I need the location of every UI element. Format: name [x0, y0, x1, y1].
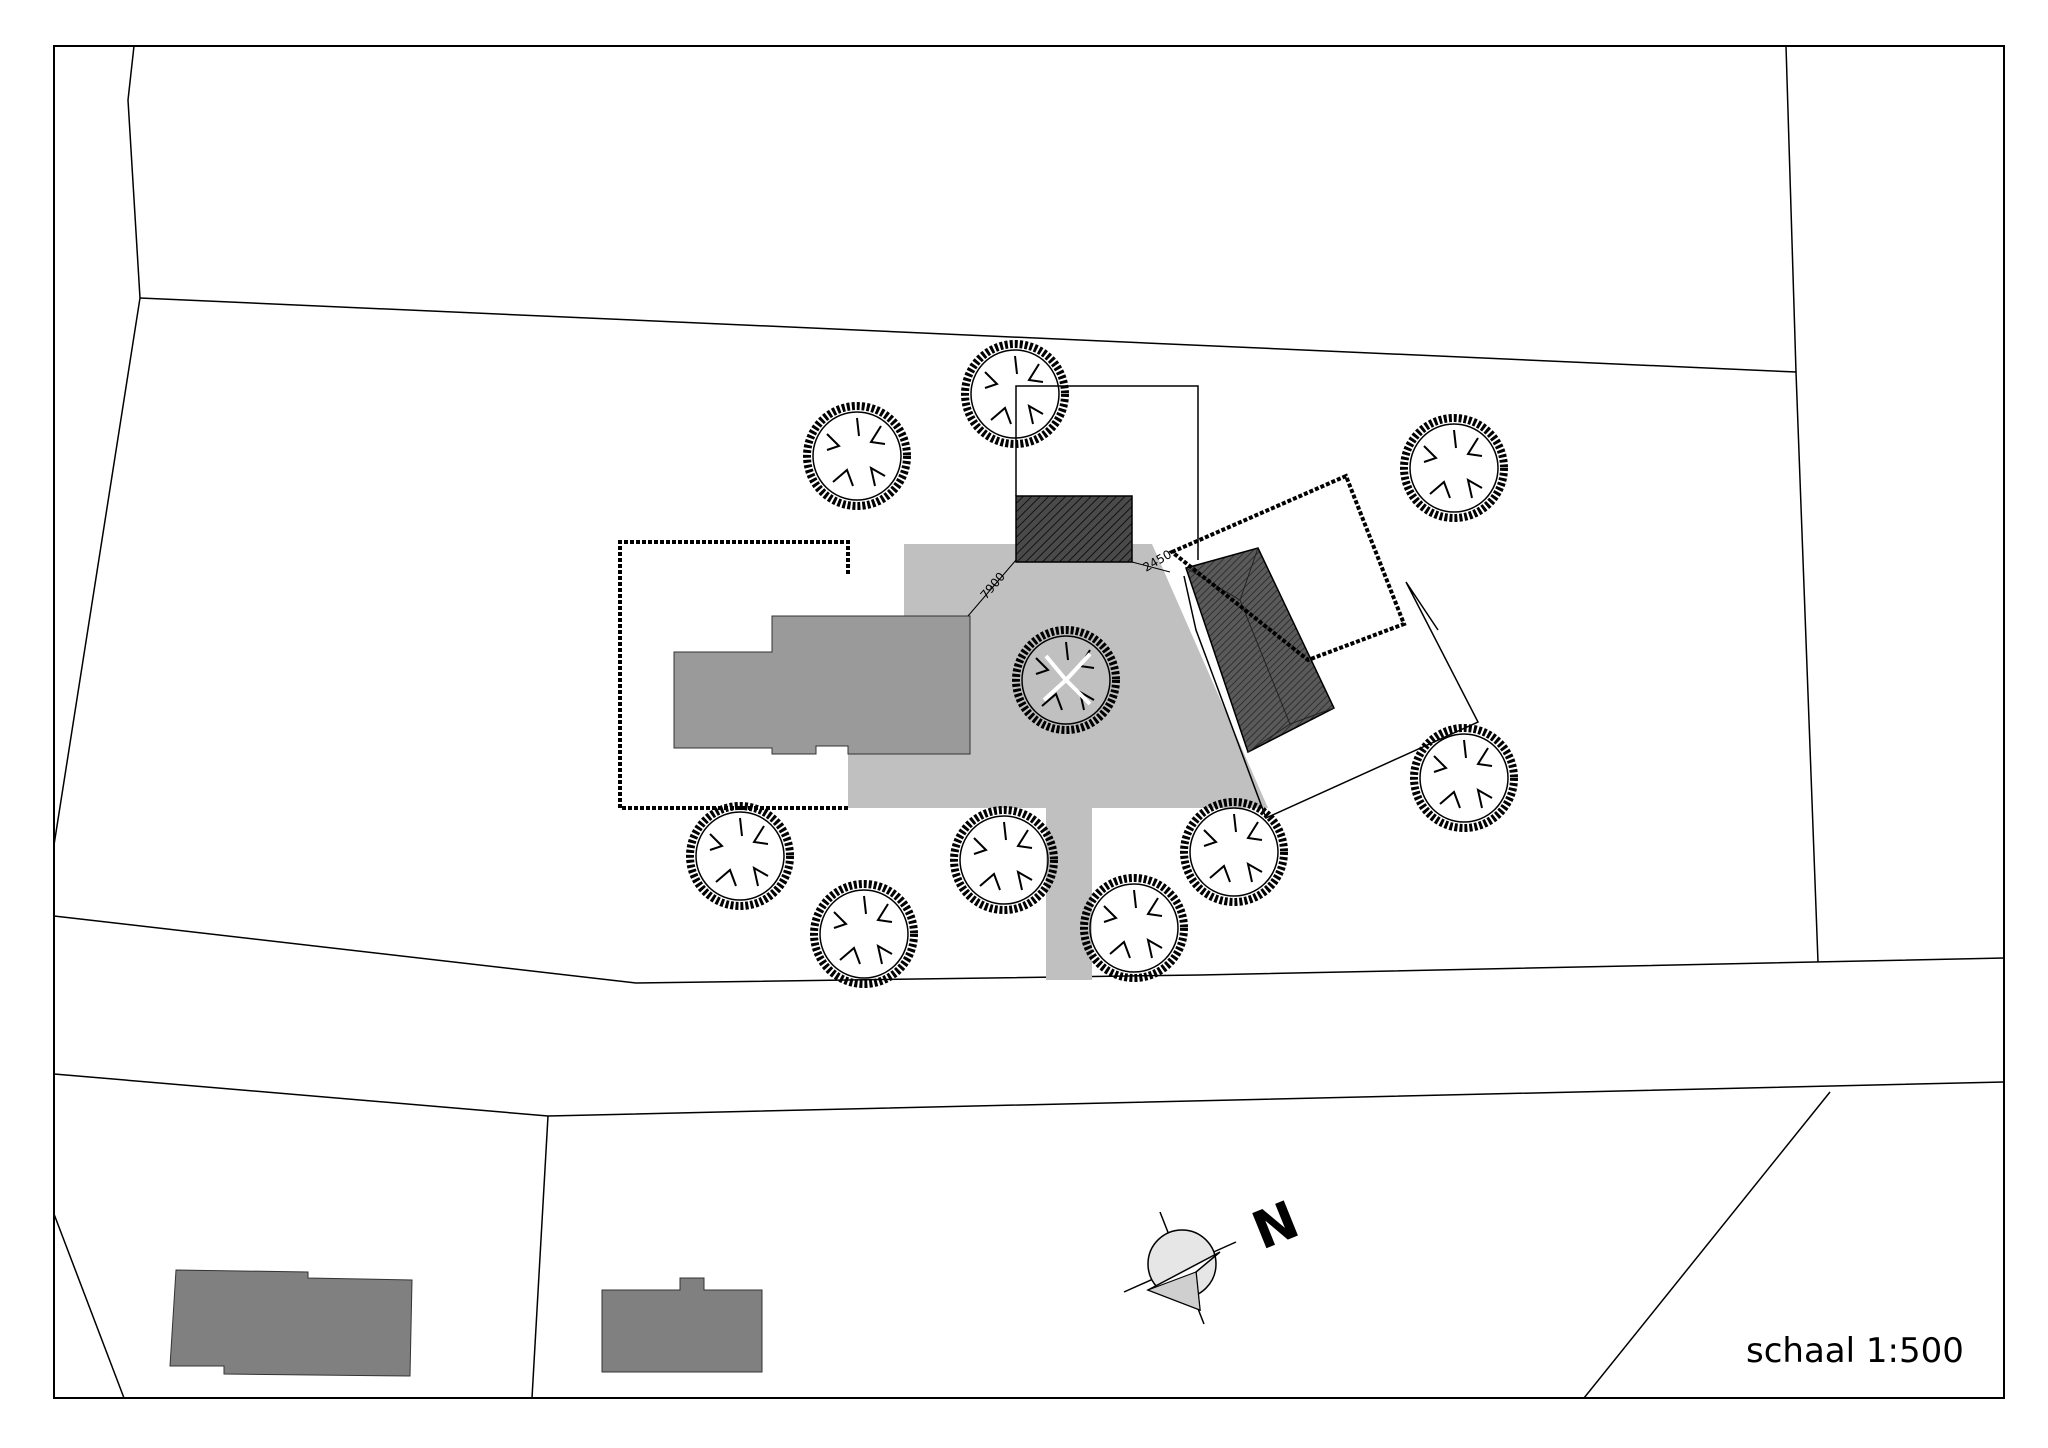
tree-icon [965, 344, 1065, 444]
north-label: N [1244, 1190, 1307, 1262]
hedge-right [1168, 473, 1407, 663]
tree-icon [814, 884, 914, 984]
tree-icon [1084, 878, 1184, 978]
neighbour-building-left [169, 1269, 413, 1377]
tree-icon [807, 406, 907, 506]
north-arrow-icon [1123, 1211, 1237, 1325]
tree-icon [690, 806, 790, 906]
sheet-border [53, 45, 2005, 1399]
hedge-left [618, 540, 850, 810]
dimension-lines [967, 559, 1171, 617]
central-tree [1016, 630, 1116, 730]
neighbour-building-right [601, 1277, 763, 1373]
scale-label: schaal 1:500 [1746, 1331, 1964, 1371]
parcel-lines [53, 45, 2005, 1399]
plot-outline-right [1183, 575, 1480, 820]
tree-icon [1414, 728, 1514, 828]
tree-icon [954, 810, 1054, 910]
hatched-outbuilding [1015, 495, 1133, 563]
tree-icon [1404, 418, 1504, 518]
main-house [673, 615, 971, 755]
